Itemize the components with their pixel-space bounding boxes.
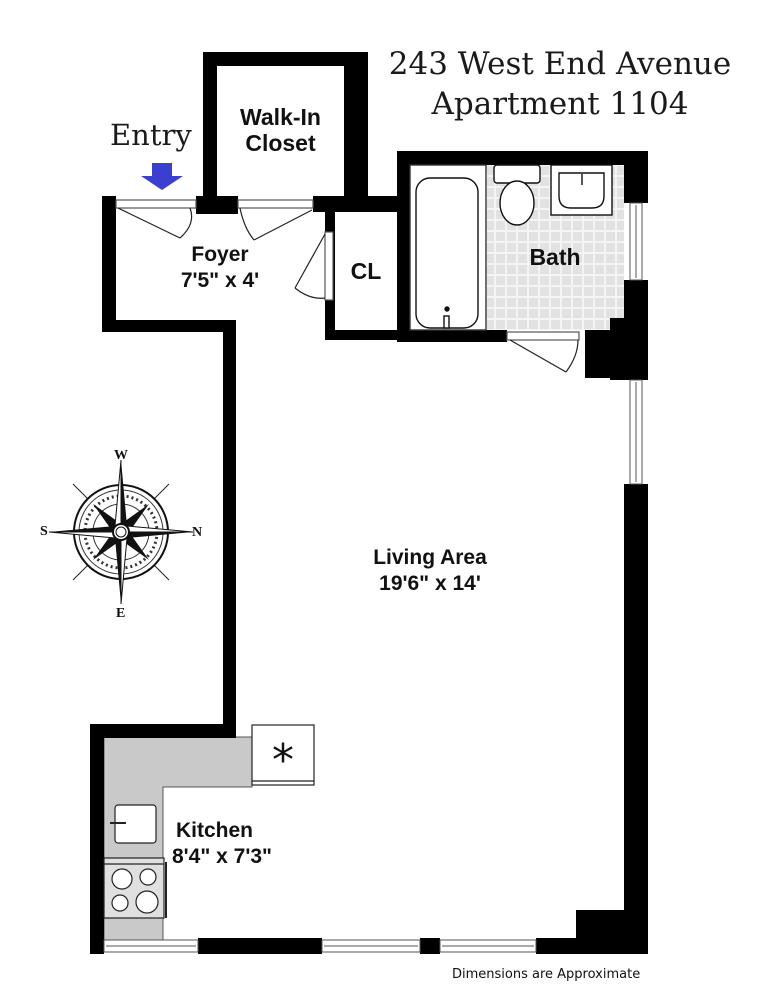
walk-in-closet-name-line2: Closet [245, 130, 316, 156]
kitchen-label: Kitchen 8'4" x 7'3" [172, 818, 302, 870]
entry-label: Entry [110, 118, 192, 152]
walk-in-closet-name-line1: Walk-In [240, 104, 321, 130]
living-area-dimensions: 19'6" x 14' [379, 572, 481, 595]
living-area-name: Living Area [373, 546, 487, 569]
walk-in-closet-label: Walk-In Closet [217, 104, 344, 156]
kitchen-dimensions: 8'4" x 7'3" [172, 845, 272, 868]
foyer-label: Foyer 7'5" x 4' [140, 242, 300, 294]
compass-label-bottom: E [116, 606, 126, 621]
address-line-2: Apartment 1104 [431, 86, 689, 122]
refrigerator [251, 724, 315, 786]
bath-label: Bath [529, 244, 581, 270]
kitchen-name: Kitchen [176, 819, 254, 842]
compass-label-top: W [114, 448, 128, 463]
address-line-1: 243 West End Avenue [388, 46, 732, 82]
living-area-label: Living Area 19'6" x 14' [330, 545, 530, 597]
compass-label-left: S [40, 524, 48, 539]
bath-fixtures [409, 164, 613, 331]
doors [115, 199, 580, 373]
foyer-dimensions: 7'5" x 4' [180, 269, 260, 292]
windows [103, 202, 643, 953]
compass-rose-icon [48, 459, 194, 605]
refrigerator-icon: * [272, 735, 294, 786]
walls [90, 52, 648, 954]
closet-label: CL [350, 258, 382, 284]
dimensions-note: Dimensions are Approximate [452, 967, 641, 982]
toilet-bowl [499, 180, 535, 226]
kitchen-fixtures [103, 724, 315, 919]
compass-label-right: N [192, 525, 203, 540]
foyer-name: Foyer [191, 243, 249, 266]
down-arrow-icon [141, 163, 183, 190]
